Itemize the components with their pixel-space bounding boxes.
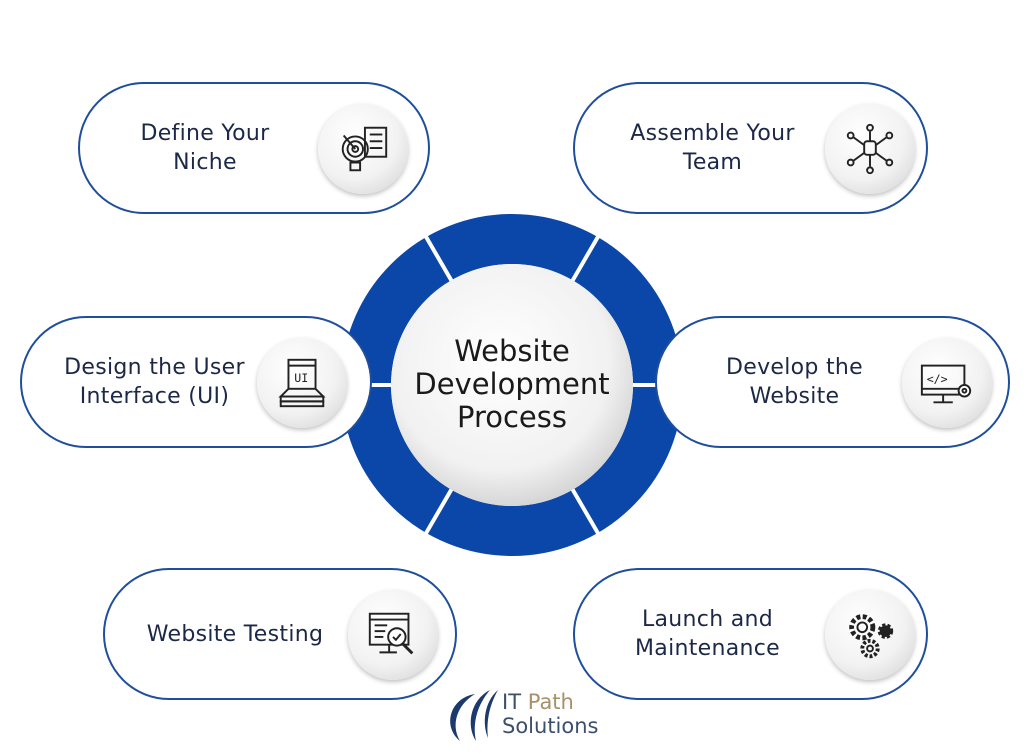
step-label-line: Develop the bbox=[726, 355, 863, 380]
step-label-line: Define Your bbox=[140, 121, 270, 146]
step-label-line: Website bbox=[749, 384, 840, 409]
center-title-line: Development bbox=[414, 367, 610, 401]
step-label-line: Team bbox=[682, 150, 743, 175]
center-title-line: Website bbox=[454, 334, 570, 368]
svg-text:UI: UI bbox=[294, 371, 308, 385]
step-label-line: Assemble Your bbox=[630, 121, 795, 146]
step-label-line: Launch and bbox=[641, 607, 774, 632]
step-label-line: Niche bbox=[173, 150, 237, 175]
logo-solutions: Solutions bbox=[502, 714, 599, 738]
logo-it: IT bbox=[502, 690, 522, 714]
step-label-line: Website Testing bbox=[146, 621, 324, 647]
step-website-testing: Website Testing bbox=[103, 568, 457, 700]
step-label-line: Interface (UI) bbox=[79, 384, 230, 409]
center-title-line: Process bbox=[456, 400, 567, 434]
ui-design-icon: UI bbox=[257, 338, 347, 428]
center-title: Website Development Process bbox=[392, 335, 632, 434]
target-checklist-icon bbox=[318, 104, 408, 194]
step-label-line: Maintenance bbox=[635, 636, 780, 661]
gears-icon bbox=[825, 590, 915, 680]
svg-text:</>: </> bbox=[927, 372, 948, 386]
step-label: Website Testing bbox=[125, 570, 345, 698]
step-label-line: Design the User bbox=[64, 355, 245, 380]
logo-path: Path bbox=[527, 690, 574, 714]
it-path-solutions-logo bbox=[450, 690, 498, 741]
center-circle bbox=[391, 264, 633, 506]
logo-text: IT Path Solutions bbox=[502, 690, 599, 738]
code-monitor-icon: </> bbox=[902, 338, 992, 428]
testing-monitor-icon bbox=[348, 590, 438, 680]
team-network-icon bbox=[825, 104, 915, 194]
